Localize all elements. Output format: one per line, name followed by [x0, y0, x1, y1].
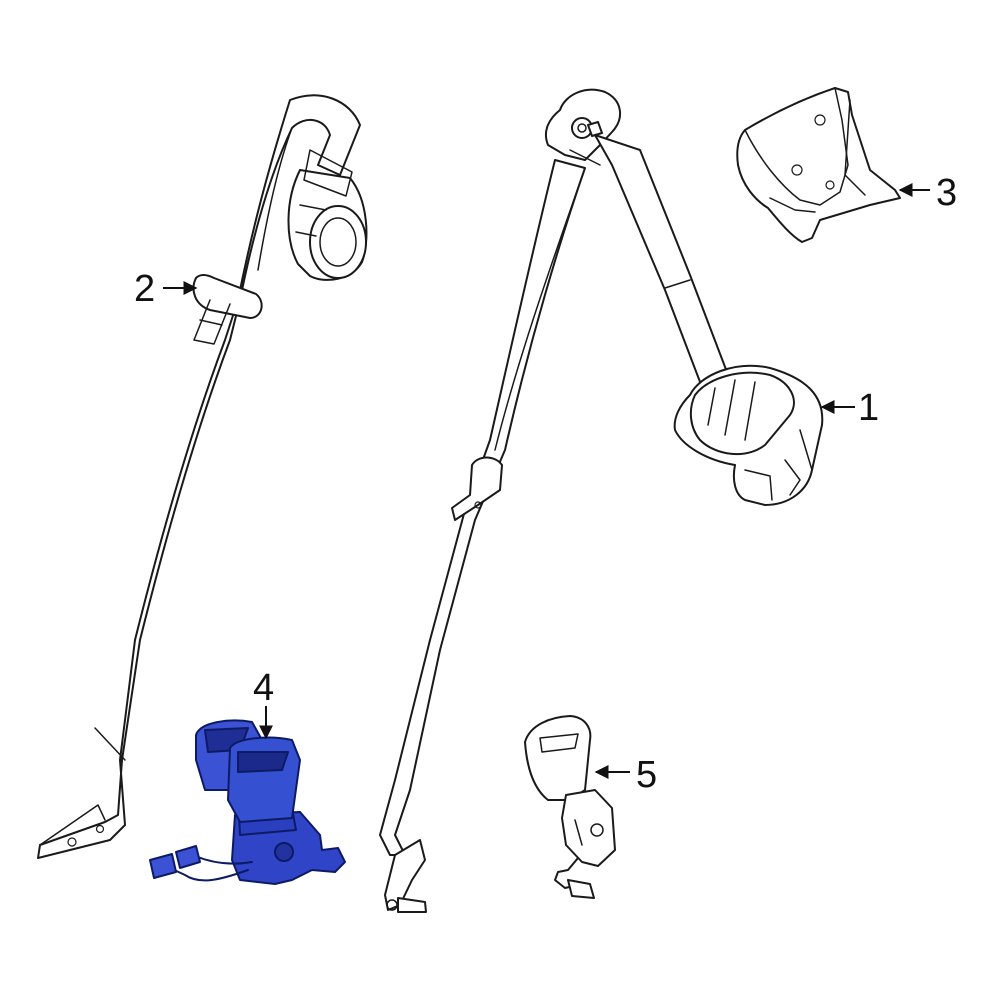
callout-3: 3	[936, 172, 957, 214]
callout-4: 4	[253, 667, 274, 709]
retractor-assembly[interactable]	[379, 88, 824, 913]
retractor-cover[interactable]	[736, 87, 901, 243]
rear-belt-assembly[interactable]	[37, 94, 368, 859]
callout-labels: 1 2 3 4 5	[134, 172, 957, 796]
callout-1: 1	[858, 387, 879, 429]
callout-leaders	[163, 183, 930, 779]
callout-2: 2	[134, 268, 155, 310]
callout-5: 5	[636, 754, 657, 796]
buckle-assembly[interactable]	[524, 715, 616, 899]
buckle-assembly-highlighted[interactable]	[149, 719, 346, 885]
